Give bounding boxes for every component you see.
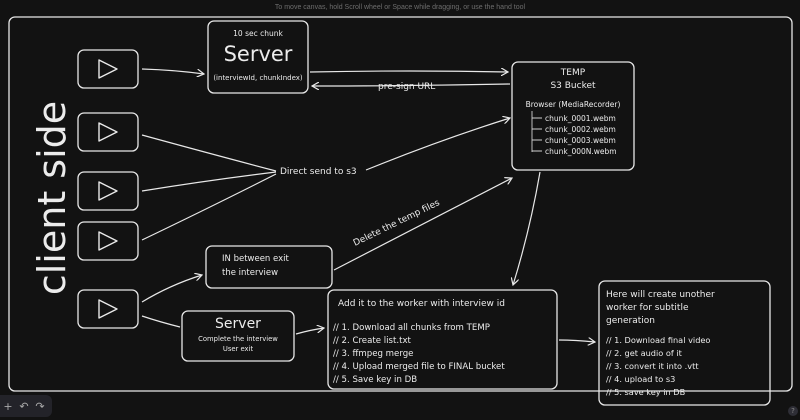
play-button-4[interactable] [77,221,139,261]
direct-send-label: Direct send to s3 [280,167,357,177]
exit-line1: IN between exit [222,254,289,264]
play-icon [98,122,118,142]
arrow-server-to-s3 [309,71,508,72]
arrow-presign-back [312,84,511,86]
presign-label: pre-sign URL [378,82,435,92]
client-side-label: client side [30,101,74,295]
server-bottom-line2: User exit [223,345,254,353]
help-icon[interactable]: ? [788,406,798,416]
s3-browser-label: Browser (MediaRecorder) [526,100,621,109]
subtitle-title-line: generation [606,316,655,326]
arrow-worker-to-subtitle [558,340,595,342]
chunk-item: chunk_000N.webm [545,147,617,156]
subtitle-title-line: Here will create unother [606,290,715,300]
line-play5-to-server [141,315,181,328]
chunk-item: chunk_0001.webm [545,114,616,123]
arrow-direct-to-s3 [365,118,510,171]
s3-title-line1: TEMP [560,68,586,78]
worker-step: // 2. Create list.txt [333,336,412,346]
s3-title-line2: S3 Bucket [550,81,596,91]
undo-icon[interactable]: ↶ [19,399,29,413]
server-top-params: (interviewId, chunkIndex) [213,74,303,82]
arrow-play5-to-exit [141,275,202,303]
subtitle-step: // 2. get audio of it [606,348,683,358]
canvas-toolbar: + ↶ ↷ [0,395,52,417]
line-play2-to-direct [141,134,277,172]
chunk-tree [531,111,542,152]
play-button-1[interactable] [77,49,139,89]
client-side-frame [8,16,793,392]
canvas-hint: To move canvas, hold Scroll wheel or Spa… [274,4,526,11]
server-bottom-title: Server [215,316,261,332]
redo-icon[interactable]: ↷ [35,399,45,413]
play-button-2[interactable] [77,112,139,152]
chunk-item: chunk_0003.webm [545,136,616,145]
worker-box[interactable]: Add it to the worker with interview id /… [327,289,558,390]
server-top-caption: 10 sec chunk [233,29,283,38]
play-button-5[interactable] [77,289,139,329]
worker-title: Add it to the worker with interview id [338,299,505,309]
subtitle-step: // 4. upload to s3 [606,374,675,384]
play-icon [98,299,118,319]
delete-temp-label: Delete the temp files [352,198,442,249]
play-icon [98,59,118,79]
subtitle-worker-box[interactable]: Here will create unother worker for subt… [598,280,771,406]
arrow-s3-to-worker [513,171,541,285]
arrows [141,68,595,342]
add-icon[interactable]: + [3,399,13,413]
play-button-3[interactable] [77,171,139,211]
play-icon [98,231,118,251]
exit-line2: the interview [222,268,278,278]
line-play3-to-direct [141,171,277,192]
exit-box[interactable]: IN between exit the interview [205,245,333,289]
subtitle-title-line: worker for subtitle [606,303,689,313]
worker-step: // 4. Upload merged file to FINAL bucket [333,362,505,372]
arrow-server-to-worker [295,328,324,335]
subtitle-step: // 3. convert it into .vtt [606,361,699,371]
server-top-title: Server [224,42,293,66]
worker-step: // 5. Save key in DB [333,375,417,385]
worker-step: // 1. Download all chunks from TEMP [333,323,490,333]
server-top-box[interactable]: 10 sec chunk Server (interviewId, chunkI… [207,20,309,94]
subtitle-step: // 5. save key in DB [606,387,686,397]
play-icon [98,181,118,201]
worker-step: // 3. ffmpeg merge [333,349,413,359]
server-bottom-box[interactable]: Server Complete the interview User exit [181,310,295,362]
chunk-item: chunk_0002.webm [545,125,616,134]
server-bottom-line1: Complete the interview [198,335,278,343]
subtitle-step: // 1. Download final video [606,335,710,345]
line-play4-to-direct [141,173,277,241]
arrow-play-to-server [141,68,204,74]
temp-s3-bucket-box[interactable]: TEMP S3 Bucket Browser (MediaRecorder) c… [511,61,635,171]
arrow-exit-to-s3-delete [333,178,512,271]
